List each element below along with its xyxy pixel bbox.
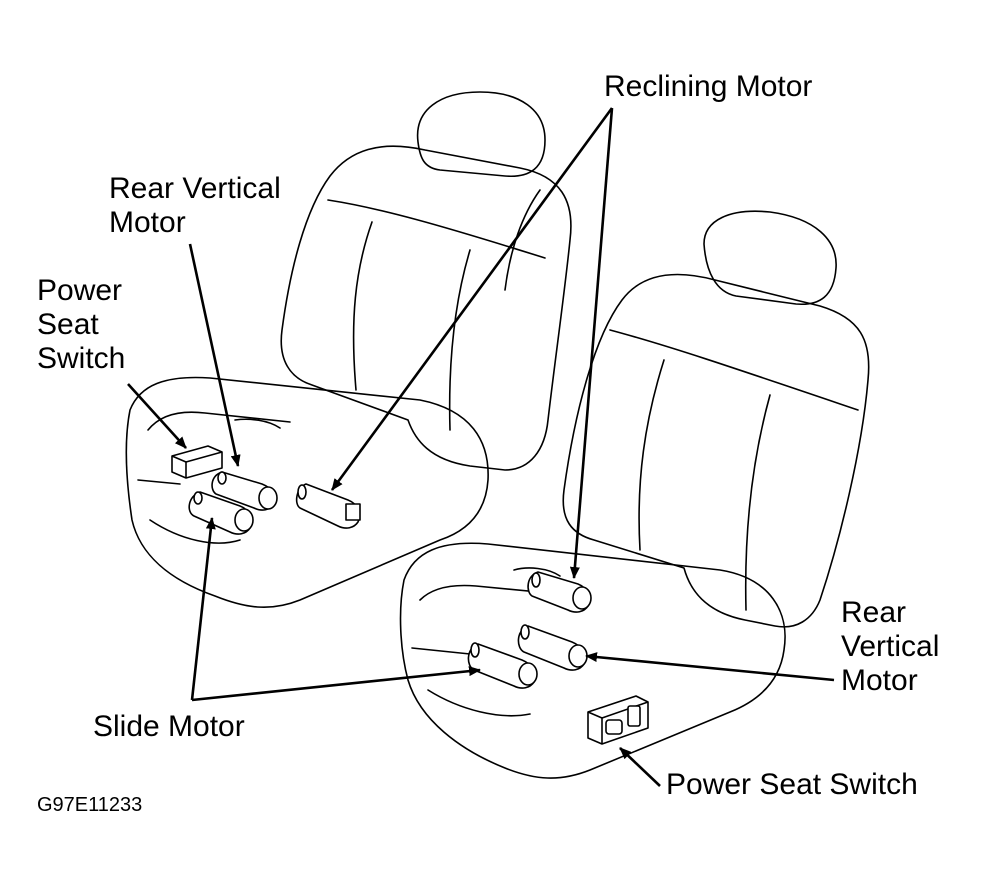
left-components bbox=[171, 445, 361, 535]
right-seat-cushion bbox=[399, 542, 786, 779]
leader-rear-vertical-right bbox=[585, 652, 835, 682]
leader-reclining-to-left bbox=[330, 107, 614, 491]
label-rear-vertical-motor-left-line1: Rear Vertical bbox=[109, 172, 281, 205]
label-power-seat-switch-left: Power Seat Switch bbox=[37, 274, 125, 376]
label-rear-vertical-motor-right-line2: Vertical bbox=[841, 630, 940, 663]
right-components bbox=[467, 571, 649, 745]
leader-power-switch-left bbox=[127, 383, 187, 449]
left-power-seat-switch bbox=[171, 445, 223, 479]
left-rear-vertical-motor bbox=[211, 471, 278, 511]
figure-id: G97E11233 bbox=[37, 794, 143, 816]
right-seatback bbox=[562, 273, 870, 628]
leader-power-switch-right bbox=[619, 747, 661, 787]
label-rear-vertical-motor-right-line3: Motor bbox=[841, 664, 918, 697]
left-headrest bbox=[416, 91, 546, 178]
label-power-seat-switch-right: Power Seat Switch bbox=[666, 768, 918, 801]
left-seat bbox=[125, 91, 572, 609]
label-power-seat-switch-left-line2: Seat bbox=[37, 308, 99, 341]
label-reclining-motor: Reclining Motor bbox=[604, 70, 813, 103]
left-seatback bbox=[280, 145, 572, 471]
label-rear-vertical-motor-left-line2: Motor bbox=[109, 206, 186, 239]
left-seat-cushion bbox=[125, 376, 489, 609]
leader-lines bbox=[127, 107, 835, 787]
left-slide-motor bbox=[188, 491, 254, 535]
leader-reclining-to-right bbox=[569, 107, 614, 579]
right-slide-motor bbox=[467, 642, 538, 689]
label-slide-motor: Slide Motor bbox=[93, 710, 245, 743]
label-power-seat-switch-left-line3: Switch bbox=[37, 342, 126, 375]
label-rear-vertical-motor-right: Rear Vertical Motor bbox=[841, 596, 939, 698]
label-rear-vertical-motor-left: Rear Vertical Motor bbox=[109, 172, 281, 240]
right-reclining-motor bbox=[527, 571, 592, 613]
right-rear-vertical-motor bbox=[517, 624, 588, 671]
right-power-seat-switch bbox=[587, 695, 649, 745]
right-seat bbox=[399, 210, 870, 779]
left-reclining-motor bbox=[295, 483, 361, 529]
leader-rear-vertical-left bbox=[188, 243, 241, 467]
leader-slide-to-left bbox=[190, 517, 216, 701]
label-power-seat-switch-left-line1: Power bbox=[37, 274, 123, 307]
label-rear-vertical-motor-right-line1: Rear bbox=[841, 596, 907, 629]
right-headrest bbox=[703, 210, 837, 306]
leader-slide-to-right bbox=[191, 666, 481, 702]
